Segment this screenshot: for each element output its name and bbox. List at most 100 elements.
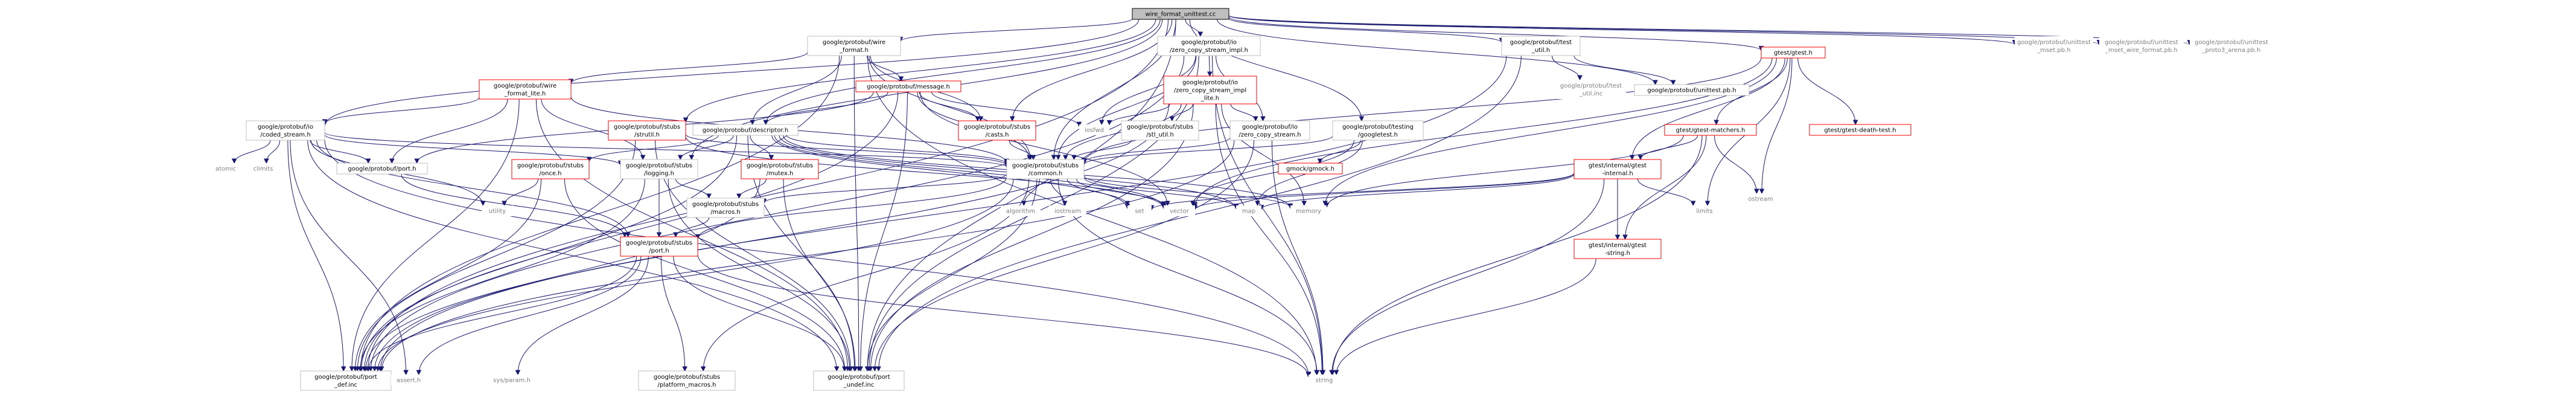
edge-arrowhead [1106,120,1112,126]
node-once[interactable]: google/protobuf/stubs/once.h [511,159,590,179]
edge-arrowhead [858,366,864,372]
node-coded-stream[interactable]: google/protobuf/io/coded_stream.h [246,120,325,141]
edge-line [1083,57,1762,164]
edge-arrowhead [625,232,631,238]
node-string: string [1309,375,1340,385]
node-box [741,159,819,179]
node-platform-macros[interactable]: google/protobuf/stubs/platform_macros.h [638,370,736,391]
edge-arrowhead [1021,201,1027,207]
edge-line [361,135,738,372]
node-mutex[interactable]: google/protobuf/stubs/mutex.h [741,159,819,179]
node-googletest[interactable]: google/protobuf/testing/googletest.h [1332,120,1424,141]
node-port-h[interactable]: google/protobuf/port.h [336,163,428,175]
node-label-line: _format.h [839,47,869,54]
node-label-line: /zero_copy_stream_impl [1174,88,1246,94]
edge-line [354,178,542,372]
node-gmock[interactable]: gmock/gmock.h [1278,163,1343,175]
edge-line [1228,16,1762,51]
node-gtest-h[interactable]: gtest/gtest.h [1761,47,1826,59]
node-gtest-internal[interactable]: gtest/internal/gtest-internal.h [1573,159,1662,179]
edge-zcs_impl_lite-to-iosfwd [1106,103,1170,126]
node-box [1001,205,1041,216]
edge-line [391,98,508,164]
edge-gtest_internal-to-gtest_string [1615,179,1621,240]
edge-arrowhead [834,366,840,372]
node-descriptor-h[interactable]: google/protobuf/descriptor.h [692,124,799,136]
edge-arrowhead [1317,158,1323,164]
node-port-def[interactable]: google/protobuf/port_def.inc [300,370,392,391]
node-label-line: google/protobuf/wire [823,39,885,46]
node-label-line: google/protobuf/unittest.pb.h [1647,88,1736,94]
node-gtest-string[interactable]: gtest/internal/gtest-string.h [1573,239,1662,259]
edge-arrowhead [1301,201,1307,207]
edge-logging-to-port_def [357,178,645,372]
edge-zcs-to-port_undef [872,140,1255,372]
edge-arrowhead [1165,201,1170,207]
node-gtest-matchers[interactable]: gtest/gtest-matchers.h [1664,124,1757,136]
node-unittest-pb[interactable]: google/protobuf/unittest.pb.h [1634,84,1750,96]
node-stubs-port[interactable]: google/protobuf/stubs/port.h [620,236,698,257]
edge-arrowhead [375,366,381,372]
node-label-line: algorithm [1006,208,1035,215]
node-limits: limits [1689,205,1720,216]
node-test-util[interactable]: google/protobuf/test_util.h [1501,36,1581,56]
edge-strutil-to-port_def [354,140,636,372]
node-assert: assert.h [391,375,426,385]
edge-line [401,173,625,237]
edge-line [752,55,842,125]
node-gtest-death[interactable]: gtest/gtest-death-test.h [1809,124,1911,136]
node-label-line: google/protobuf/stubs [614,124,680,130]
edge-line [870,103,1194,372]
node-wire-format-h[interactable]: google/protobuf/wire_format.h [807,36,901,56]
edge-arrowhead [847,366,853,372]
node-label-line: atomic [215,166,236,173]
node-label-line: _def.inc [334,382,357,388]
node-stl-util[interactable]: google/protobuf/stubs/stl_util.h [1121,120,1199,141]
edge-coded_stream-to-atomic [231,140,271,164]
node-port-undef[interactable]: google/protobuf/port_undef.inc [813,370,905,391]
node-algorithm: algorithm [1001,205,1041,216]
node-label-line: google/protobuf/port.h [348,166,416,173]
node-box [1121,120,1199,141]
node-common[interactable]: google/protobuf/stubs/common.h [1006,159,1085,179]
edge-line [1228,15,2015,45]
edge-once-to-utility [502,178,539,207]
node-strutil[interactable]: google/protobuf/stubs/strutil.h [608,120,686,141]
node-vector: vector [1164,205,1195,216]
edge-line [1228,18,1502,43]
node-box [1079,124,1109,135]
node-label-line: /platform_macros.h [658,382,716,388]
node-label-line: gtest/gtest-death-test.h [1824,127,1896,134]
node-box [620,236,698,257]
node-box [391,375,426,385]
edge-line [380,55,1507,372]
edge-line [1326,135,1684,207]
edge-line [900,18,1133,42]
node-zcs[interactable]: google/protobuf/io/zero_copy_stream.h [1229,120,1310,141]
edge-line [919,91,978,121]
node-box [1761,47,1826,59]
node-wire-format-lite[interactable]: google/protobuf/wire_format_lite.h [479,79,572,100]
edge-arrowhead [1690,201,1696,207]
node-macros[interactable]: google/protobuf/stubs/macros.h [686,198,765,218]
edge-line [668,178,850,372]
node-zcs-impl-lite[interactable]: google/protobuf/io/zero_copy_stream_impl… [1163,76,1257,105]
edge-line [685,134,1007,166]
node-zcs-impl[interactable]: google/protobuf/io/zero_copy_stream_impl… [1157,36,1261,56]
edge-line [1325,57,1777,206]
node-message-h[interactable]: google/protobuf/message.h [855,80,961,92]
node-box [2190,36,2273,56]
node-label-line: google/protobuf/descriptor.h [703,127,788,134]
edge-line [869,55,1031,160]
edge-logging-to-port_undef [668,178,853,372]
node-casts[interactable]: google/protobuf/stubs/casts.h [958,120,1036,141]
node-label-line: google/protobuf/wire [494,83,556,89]
edge-descriptor_h-to-mutex [750,135,774,161]
edge-arrowhead [1324,202,1330,208]
node-logging[interactable]: google/protobuf/stubs/logging.h [620,159,698,179]
node-root[interactable]: wire_format_unittest.cc [1132,8,1229,20]
edge-test_util-to-unittest_pb [1573,55,1676,86]
edge-layer [231,15,2193,378]
edge-zcs-to-common [1081,137,1231,164]
